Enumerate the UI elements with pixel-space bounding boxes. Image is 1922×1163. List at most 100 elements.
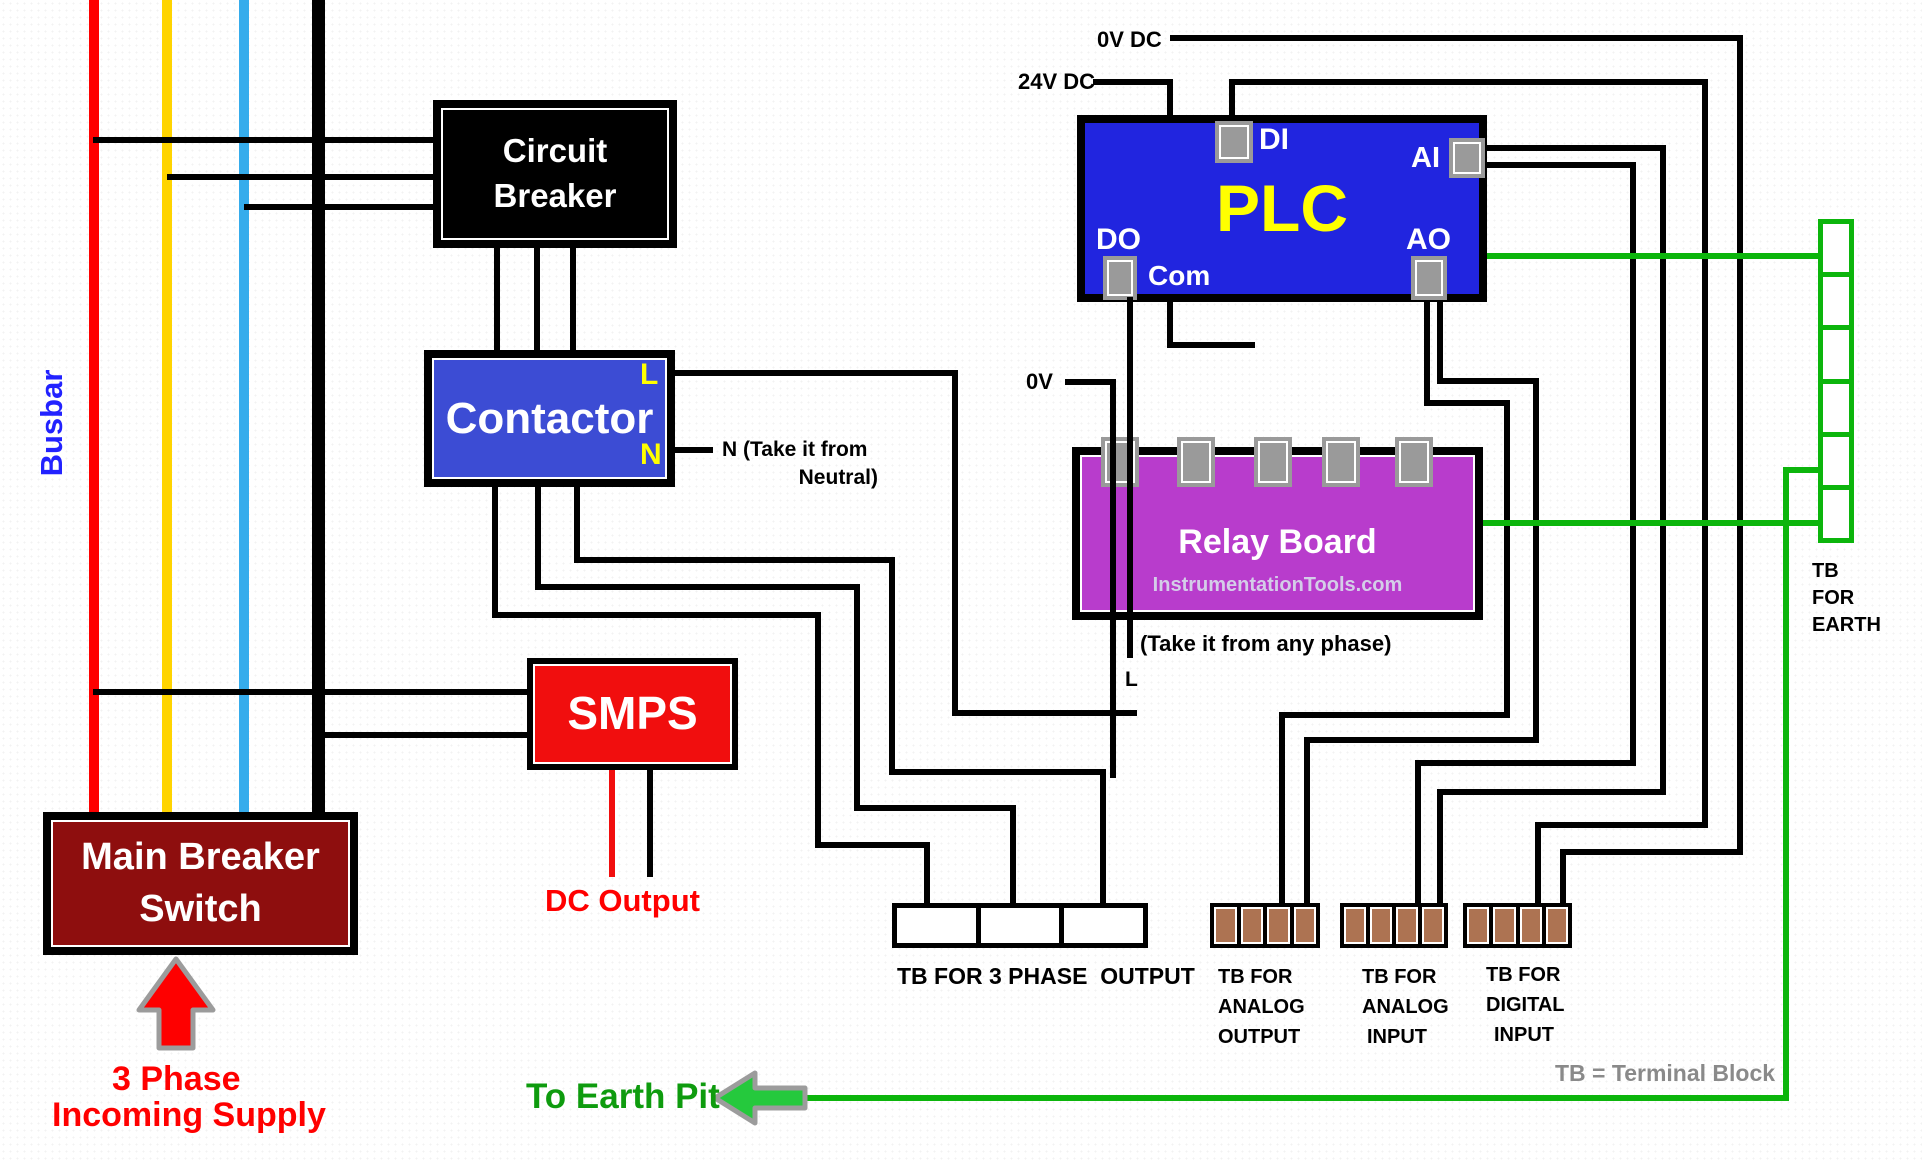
wire-segment [1440, 789, 1666, 795]
wire-segment [492, 487, 498, 618]
plc-do-port [1103, 256, 1137, 300]
wire-segment [1504, 400, 1510, 718]
plc-label: PLC [1216, 171, 1348, 246]
terminal-cell [1545, 907, 1568, 944]
label-tb-digital-input: TB FOR DIGITAL INPUT [1486, 960, 1565, 1050]
circuit-breaker-label-line2: Breaker [493, 177, 617, 214]
label-supply-line1: 3 Phase [112, 1060, 241, 1098]
label-tb-analog-input-line3: INPUT [1367, 1026, 1427, 1048]
earth-wire-segment [1783, 467, 1824, 473]
wire-segment [1418, 760, 1636, 766]
plc-ao-port [1411, 256, 1447, 300]
wire-segment [492, 612, 821, 618]
tb-earth [1818, 219, 1854, 543]
main-breaker-label-line1: Main Breaker [81, 836, 320, 879]
terminal-cell [1396, 907, 1418, 944]
tb-analog-input [1340, 903, 1448, 948]
terminal-cell [1823, 383, 1849, 432]
wire-segment [1127, 297, 1133, 658]
wire-segment [1010, 805, 1016, 905]
wire-segment [1229, 79, 1708, 85]
terminal-cell [1823, 224, 1849, 273]
wire-segment [1167, 79, 1173, 119]
plc-do-label: DO [1096, 223, 1141, 256]
wire-segment [1093, 79, 1173, 85]
terminal-cell [1823, 330, 1849, 379]
tb-digital-input [1463, 903, 1572, 948]
label-take-any-phase: (Take it from any phase) [1140, 631, 1392, 656]
terminal-cell [1422, 907, 1444, 944]
tb-analog-output [1210, 903, 1320, 948]
wire-segment [244, 204, 433, 210]
terminal-cell [1823, 436, 1849, 485]
earth-wire-segment [1483, 520, 1824, 526]
label-0v-dc: 0V DC [1097, 27, 1162, 52]
wire-segment [609, 770, 615, 877]
wire-segment [1229, 81, 1235, 115]
terminal-cell [1823, 489, 1849, 538]
wire-segment [494, 248, 500, 350]
wire-segment [1535, 822, 1541, 905]
contactor-terminal-n-label: N [640, 438, 662, 471]
relay-port-2 [1177, 437, 1215, 487]
plc-ai-port [1449, 138, 1485, 178]
wire-segment [1304, 737, 1310, 905]
wire-segment [1737, 35, 1743, 855]
label-tb-analog-output-line2: ANALOG [1218, 996, 1305, 1018]
wire-segment [1660, 145, 1666, 795]
label-tb-earth: TB FOR EARTH [1812, 558, 1881, 639]
label-tb-earth-line3: EARTH [1812, 614, 1881, 636]
terminal-cell [1370, 907, 1392, 944]
wire-segment [93, 689, 527, 695]
busbar-red-phase [89, 0, 99, 814]
main-breaker-label-line2: Switch [139, 887, 262, 930]
label-tb-three-phase: TB FOR 3 PHASE OUTPUT [897, 963, 1195, 989]
plc-ao-label: AO [1406, 223, 1451, 256]
main-breaker-switch-block: Main Breaker Switch [43, 812, 358, 955]
wire-segment [535, 487, 541, 590]
terminal-cell [1344, 907, 1366, 944]
relay-board-watermark: InstrumentationTools.com [1152, 574, 1403, 596]
wire-segment [1167, 302, 1173, 348]
wire-segment [1415, 760, 1421, 905]
terminal-cell [1267, 907, 1290, 944]
label-0v: 0V [1026, 369, 1053, 394]
terminal-cell [1064, 908, 1143, 943]
label-tb-digital-input-line2: DIGITAL [1486, 994, 1565, 1016]
terminal-cell [1240, 907, 1263, 944]
wire-segment [1484, 145, 1666, 151]
label-dc-output: DC Output [545, 883, 700, 918]
label-tb-earth-line2: FOR [1812, 587, 1855, 609]
busbar-blue-phase [239, 0, 249, 814]
wire-segment [1630, 162, 1636, 766]
contactor-label: Contactor [445, 394, 654, 443]
label-line-l: L [1125, 668, 1138, 691]
plc-di-port [1215, 121, 1253, 163]
relay-port-4 [1322, 437, 1360, 487]
wire-segment [1533, 378, 1539, 743]
label-24v-dc: 24V DC [1018, 69, 1096, 94]
wire-segment [889, 769, 1106, 775]
label-tb-analog-output-line1: TB FOR [1218, 966, 1293, 988]
wire-segment [675, 447, 713, 453]
wire-segment [1560, 849, 1566, 905]
relay-port-1 [1101, 437, 1139, 487]
wire-segment [167, 174, 433, 180]
busbar-neutral-black [312, 0, 325, 814]
terminal-cell [1214, 907, 1237, 944]
wire-segment [574, 557, 895, 563]
label-tb-analog-input-line1: TB FOR [1362, 966, 1437, 988]
wire-segment [1170, 35, 1743, 41]
wire-segment [675, 370, 958, 376]
wire-segment [1702, 79, 1708, 828]
label-tb-digital-input-line3: INPUT [1494, 1024, 1554, 1046]
wire-segment [93, 137, 433, 143]
wire-segment [854, 805, 1016, 811]
incoming-supply-up-arrow-icon [136, 956, 216, 1051]
label-neutral-line2: Neutral) [798, 466, 878, 489]
tb-three-phase-output [892, 903, 1148, 948]
wire-segment [647, 770, 653, 877]
wire-segment [1538, 822, 1708, 828]
wire-segment [1424, 400, 1510, 406]
